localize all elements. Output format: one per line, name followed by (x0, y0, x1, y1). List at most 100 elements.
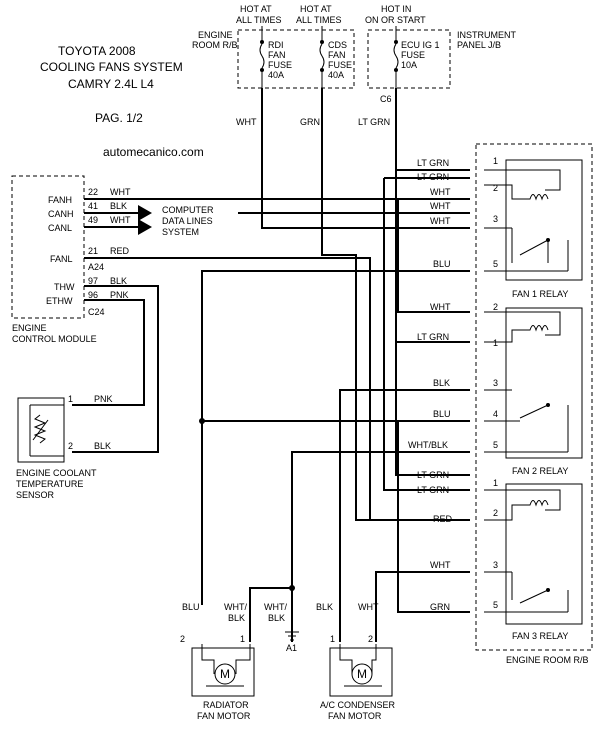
top-wire-grn: GRN (300, 117, 320, 127)
ecm-num-49: 49 (88, 215, 98, 225)
fan1-col1b: LT GRN (417, 172, 449, 182)
coolant-temperature-sensor: 1 2 PNK BLK ENGINE COOLANT TEMPERATURE S… (16, 394, 113, 500)
engine-room-rb-relays: ENGINE ROOM R/B 1 2 3 5 LT GRN LT GRN WH… (408, 143, 593, 665)
radiator-wire-blu: BLU (182, 602, 200, 612)
fan2-pin5: 5 (493, 440, 498, 450)
fan3-pin2: 2 (493, 508, 498, 518)
hot-label-1a: HOT AT (240, 4, 272, 14)
fan2-relay-box (505, 307, 583, 459)
ecm-pin-canl: CANL (48, 223, 72, 233)
ecm-col-96: PNK (110, 290, 129, 300)
fuse-rdi-l3: FUSE (268, 60, 292, 70)
fan2-relay-label: FAN 2 RELAY (512, 466, 568, 476)
fan1-relay-label: FAN 1 RELAY (512, 289, 568, 299)
fan2-col4: BLU (433, 409, 451, 419)
fuse-ecu-l2: FUSE (401, 50, 425, 60)
sensor-pin-2: 2 (68, 441, 73, 451)
fan1-pin2: 2 (493, 183, 498, 193)
fan1-col5: BLU (433, 259, 451, 269)
ecm-col-41: BLK (110, 201, 127, 211)
fan-2-relay: 2 1 3 4 5 WHT LT GRN BLK BLU WHT/BLK FAN… (408, 302, 583, 476)
ecm-pin-ethw: ETHW (46, 296, 73, 306)
condenser-motor-box (329, 647, 393, 697)
hot-label-3b: ON OR START (365, 15, 426, 25)
ground-label: A1 (286, 643, 297, 653)
ecm-label-a: ENGINE (12, 323, 47, 333)
ground-wire-b: BLK (268, 613, 285, 623)
sensor-wire-pnk: PNK (94, 394, 113, 404)
top-wire-ltgrn: LT GRN (358, 117, 390, 127)
condenser-pin-right: 2 (368, 634, 373, 644)
radiator-motor-box (191, 647, 255, 697)
fan2-pin1: 1 (493, 338, 498, 348)
sensor-wire-blk: BLK (94, 441, 111, 451)
top-wire-wht: WHT (236, 117, 257, 127)
radiator-motor-symbol: M (220, 667, 230, 681)
fan1-col3: WHT (430, 216, 451, 226)
radiator-label-b: FAN MOTOR (197, 711, 251, 721)
fan3-col1: LT GRN (417, 470, 449, 480)
connector-c6: C6 (380, 94, 392, 104)
fan1-pin5: 5 (493, 259, 498, 269)
ecm-pin-thw: THW (54, 282, 75, 292)
fan3-col3: WHT (430, 560, 451, 570)
hot-label-2a: HOT AT (300, 4, 332, 14)
ecm-num-21: 21 (88, 246, 98, 256)
title-line-2: COOLING FANS SYSTEM (40, 60, 183, 74)
instrument-panel-label-a: INSTRUMENT (457, 30, 516, 40)
fan2-col1: LT GRN (417, 332, 449, 342)
title-line-3: CAMRY 2.4L L4 (68, 77, 154, 91)
radiator-wire-whtblk-b: BLK (228, 613, 245, 623)
fan2-col3: BLK (433, 378, 450, 388)
sensor-pin-1: 1 (68, 394, 73, 404)
ecm-pin-canh: CANH (48, 209, 74, 219)
fan3-pin3: 3 (493, 560, 498, 570)
title-block: TOYOTA 2008 COOLING FANS SYSTEM CAMRY 2.… (40, 44, 204, 159)
fan2-pin3: 3 (493, 378, 498, 388)
radiator-pin-right: 1 (240, 634, 245, 644)
condenser-label-b: FAN MOTOR (328, 711, 382, 721)
radiator-fan-motor: M 2 1 BLU WHT/ BLK RADIATOR FAN MOTOR (180, 602, 255, 721)
fan2-col2: WHT (430, 302, 451, 312)
condenser-label-a: A/C CONDENSER (320, 700, 396, 710)
fan1-col2: WHT (430, 187, 451, 197)
ecm-num-41: 41 (88, 201, 98, 211)
ecm-num-22: 22 (88, 187, 98, 197)
engine-control-module: FANH CANH CANL FANL THW ETHW 22 WHT 41 B… (11, 175, 214, 344)
hot-label-2b: ALL TIMES (296, 15, 342, 25)
relay-box-label: ENGINE ROOM R/B (506, 655, 589, 665)
ac-condenser-fan-motor: M 1 2 BLK WHT A/C CONDENSER FAN MOTOR (316, 602, 396, 721)
radiator-pin-left: 2 (180, 634, 185, 644)
sensor-label-c: SENSOR (16, 490, 55, 500)
engine-room-rb-label-b: ROOM R/B (192, 40, 238, 50)
fan2-pin4: 4 (493, 409, 498, 419)
ecm-num-96: 96 (88, 290, 98, 300)
top-fuse-section: HOT AT ALL TIMES HOT AT ALL TIMES HOT IN… (192, 4, 516, 127)
ecm-box (11, 175, 85, 319)
fan-1-relay: 1 2 3 5 LT GRN LT GRN WHT WHT WHT BLU FA… (417, 156, 583, 299)
radiator-wire-whtblk-a: WHT/ (224, 602, 247, 612)
fuse-cds-l2: FAN (328, 50, 346, 60)
fan3-col2: RED (433, 514, 453, 524)
ground-wire-a: WHT/ (264, 602, 287, 612)
fan3-col5: GRN (430, 602, 450, 612)
condenser-wire-blk: BLK (316, 602, 333, 612)
fuse-rdi-l2: FAN (268, 50, 286, 60)
ground-symbol: A1 WHT/ BLK (264, 602, 299, 653)
ecm-col-49: WHT (110, 215, 131, 225)
instrument-panel-label-b: PANEL J/B (457, 40, 501, 50)
fan3-relay-label: FAN 3 RELAY (512, 631, 568, 641)
fuse-cds-l1: CDS (328, 40, 347, 50)
ecm-label-b: CONTROL MODULE (12, 334, 97, 344)
sensor-label-a: ENGINE COOLANT (16, 468, 97, 478)
fan3-pin1: 1 (493, 478, 498, 488)
fuse-ecu-ig1: ECU IG 1 FUSE 10A (393, 26, 440, 88)
fan3-relay-box (505, 483, 583, 625)
ecm-col-22: WHT (110, 187, 131, 197)
fan1-col1: LT GRN (417, 158, 449, 168)
fuse-rdi: RDI FAN FUSE 40A (259, 26, 292, 88)
wires (72, 88, 470, 642)
website: automecanico.com (103, 145, 204, 159)
